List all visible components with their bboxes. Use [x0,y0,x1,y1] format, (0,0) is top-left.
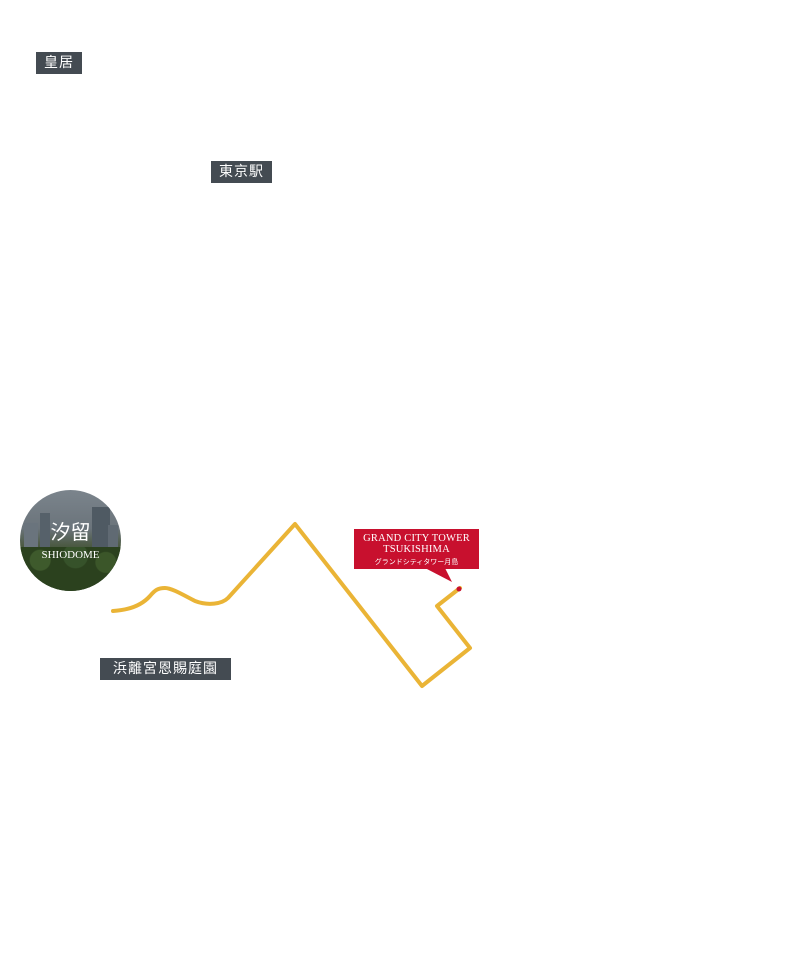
label-hamarikyu: 浜離宮恩賜庭園 [100,658,231,680]
building-shape [40,513,50,553]
shiodome-kanji: 汐留 [50,520,91,544]
destination-name-line1: GRAND CITY TOWER [363,533,470,544]
destination-marker [456,586,462,592]
building-shape [24,523,38,553]
shiodome-photo-circle: 汐留 SHIODOME [20,490,121,591]
route-line [111,522,472,688]
destination-name-line2: TSUKISHIMA [383,544,450,555]
building-shape [108,525,118,553]
label-kokyo: 皇居 [36,52,82,74]
building-shape [92,507,110,553]
label-tokyo-station: 東京駅 [211,161,272,183]
destination-name-japanese: グランドシティタワー月島 [374,558,459,566]
trees-shape [20,547,121,591]
destination-callout: GRAND CITY TOWER TSUKISHIMA グランドシティタワー月島 [354,529,479,569]
callout-pointer [425,568,452,582]
shiodome-roman: SHIODOME [41,549,100,561]
